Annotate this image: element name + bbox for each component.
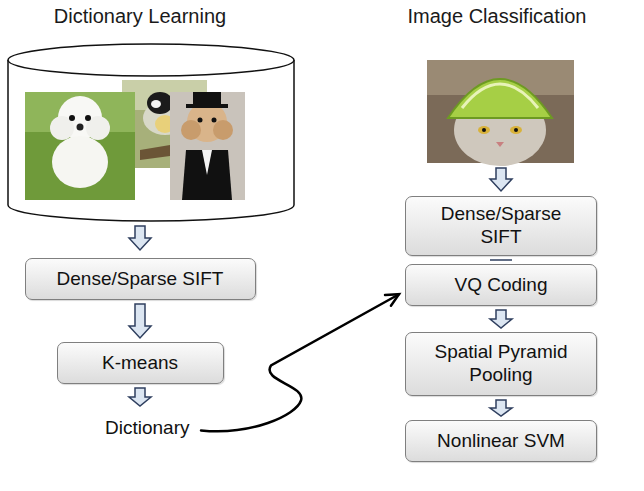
box-label: Dense/Sparse SIFT <box>425 203 577 249</box>
process-box: Nonlinear SVM <box>405 420 597 462</box>
box-label: K-means <box>102 352 178 375</box>
process-box: VQ Coding <box>405 264 597 306</box>
process-box: Dense/Sparse SIFT <box>405 196 597 256</box>
connector <box>490 260 512 261</box>
process-box: K-means <box>57 342 224 384</box>
database-top <box>8 44 294 76</box>
box-label: Dictionary <box>105 417 175 440</box>
database-cylinder <box>8 60 294 221</box>
flow-arrow <box>490 168 512 191</box>
white-dog-photo <box>25 92 135 200</box>
connector <box>490 400 512 416</box>
connector <box>201 294 399 431</box>
section-heading: Dictionary Learning <box>54 5 226 28</box>
tuxedo-dog-photo <box>170 92 245 200</box>
box-label: Spatial Pyramid Pooling <box>425 341 577 387</box>
connector <box>129 388 151 406</box>
cat-photo <box>427 60 574 166</box>
section-heading: Image Classification <box>408 5 587 28</box>
process-box: Spatial Pyramid Pooling <box>405 332 597 396</box>
connector <box>129 304 151 338</box>
process-box: Dense/Sparse SIFT <box>25 258 256 300</box>
connector <box>490 310 512 328</box>
output-text-node: Dictionary <box>85 410 195 447</box>
box-label: Nonlinear SVM <box>437 430 565 453</box>
flow-arrow <box>129 226 151 250</box>
box-label: Dense/Sparse SIFT <box>57 268 224 291</box>
box-label: VQ Coding <box>455 274 548 297</box>
